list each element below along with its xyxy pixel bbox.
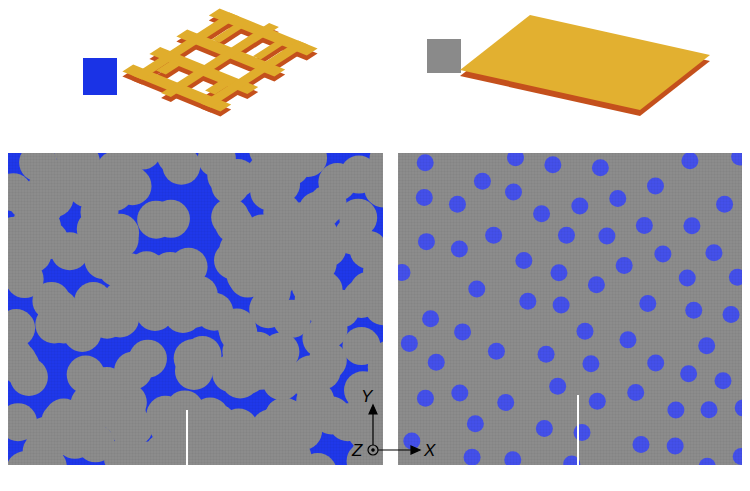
axis-label: Y xyxy=(361,388,372,405)
scale-bar xyxy=(577,395,579,465)
color-swatch xyxy=(83,58,117,95)
scale-bar xyxy=(186,410,188,465)
patterned-slab xyxy=(117,5,323,120)
right-panel xyxy=(398,153,742,465)
color-swatch xyxy=(427,39,461,73)
plain-slab xyxy=(460,15,710,116)
axis-label: Z xyxy=(352,442,362,459)
left-panel xyxy=(8,153,383,465)
axis-triad xyxy=(368,405,420,455)
axis-label: X xyxy=(424,442,435,459)
